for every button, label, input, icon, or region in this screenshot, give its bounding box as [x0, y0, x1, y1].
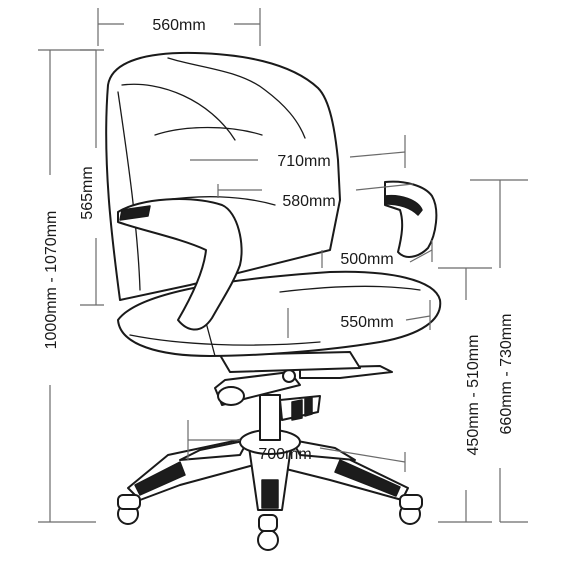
chair-base [127, 429, 409, 511]
arm-height-label: 660mm - 730mm [498, 314, 515, 435]
chair-casters [117, 494, 423, 551]
chair-armrest-left [117, 198, 243, 331]
seat-depth-label: 500mm [340, 251, 393, 268]
chair-armrest-right [384, 180, 438, 258]
office-chair-illustration [105, 51, 442, 551]
overall-height-label: 1000mm - 1070mm [43, 211, 60, 350]
width-top-label: 560mm [152, 17, 205, 34]
base-diameter-label: 700mm [258, 446, 311, 463]
seat-width-label: 550mm [340, 314, 393, 331]
arm-width-label: 710mm [277, 153, 330, 170]
dimension-lines [38, 8, 528, 523]
seat-height-label: 450mm - 510mm [465, 335, 482, 456]
seat-back-width-label: 580mm [282, 193, 335, 210]
dimension-labels: 560mm 1000mm - 1070mm 565mm 710mm 580mm … [43, 17, 515, 463]
chair-gas-lift [214, 351, 393, 441]
chair-backrest [105, 51, 341, 301]
backrest-height-label: 565mm [79, 166, 96, 219]
